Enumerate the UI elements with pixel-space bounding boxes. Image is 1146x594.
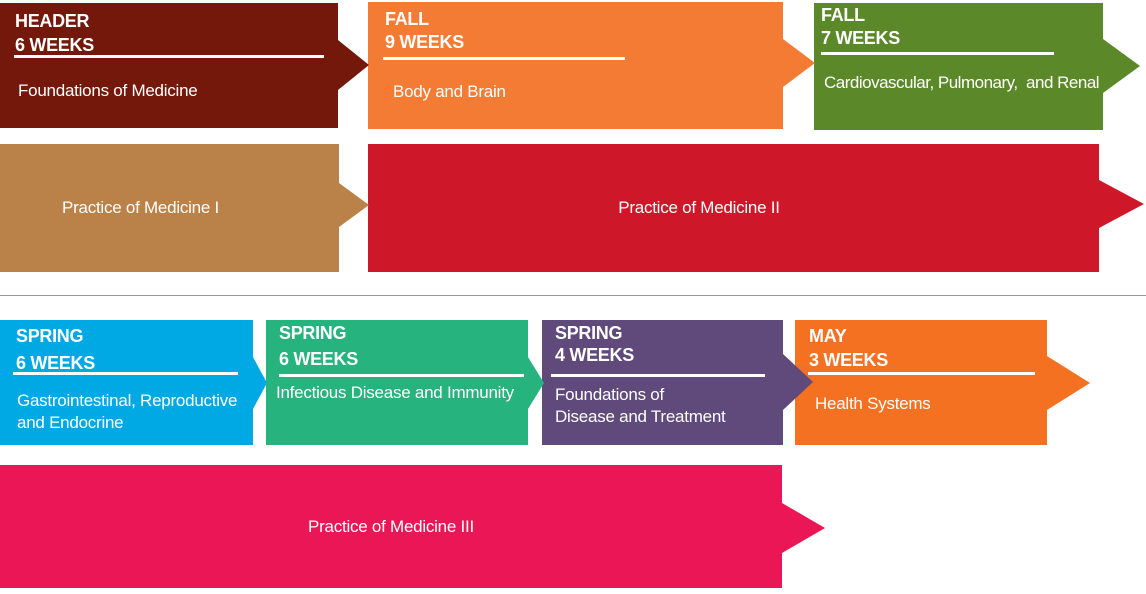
block-title: Foundations of Disease and Treatment	[555, 385, 726, 426]
block-term: SPRING	[279, 323, 347, 343]
header-underline	[14, 55, 324, 58]
block-title: Practice of Medicine I	[61, 198, 219, 217]
block-practice-of-medicine-1: Practice of Medicine I	[0, 144, 369, 272]
block-term: SPRING	[555, 323, 623, 343]
block-may-3weeks: MAY 3 WEEKS Health Systems	[795, 320, 1090, 445]
block-term: FALL	[821, 5, 865, 25]
arrow-right-icon	[339, 183, 369, 227]
block-title: Practice of Medicine III	[308, 516, 474, 536]
arrow-right-icon	[782, 503, 825, 553]
block-practice-of-medicine-2: Practice of Medicine II	[368, 144, 1144, 272]
block-duration: 7 WEEKS	[821, 28, 900, 48]
block-term: HEADER	[15, 11, 90, 31]
arrow-right-icon	[253, 357, 267, 409]
arrow-right-icon	[1103, 39, 1140, 93]
arrow-right-icon	[1047, 356, 1090, 410]
block-title: Cardiovascular, Pulmonary, and Renal	[824, 73, 1100, 92]
block-fall-7weeks: FALL 7 WEEKS Cardiovascular, Pulmonary, …	[814, 3, 1140, 130]
block-title: Infectious Disease and Immunity	[276, 383, 514, 402]
header-underline	[551, 374, 765, 377]
header-underline	[383, 57, 625, 60]
block-term: SPRING	[16, 326, 84, 346]
block-title: Gastrointestinal, Reproductive and Endoc…	[17, 391, 238, 432]
header-underline	[13, 372, 238, 375]
arrow-right-icon	[338, 40, 369, 90]
block-duration: 6 WEEKS	[16, 353, 95, 373]
block-duration: 4 WEEKS	[555, 345, 634, 365]
header-underline	[808, 372, 1035, 375]
block-term: FALL	[385, 9, 429, 29]
block-header-6weeks: HEADER 6 WEEKS Foundations of Medicine	[0, 3, 369, 128]
block-spring-6weeks-infectious: SPRING 6 WEEKS Infectious Disease and Im…	[266, 320, 544, 445]
header-underline	[821, 52, 1054, 55]
block-spring-4weeks: SPRING 4 WEEKS Foundations of Disease an…	[542, 320, 813, 445]
block-title: Body and Brain	[393, 82, 506, 101]
block-duration: 6 WEEKS	[279, 349, 358, 369]
block-duration: 3 WEEKS	[809, 350, 888, 370]
block-duration: 6 WEEKS	[15, 35, 94, 55]
block-title: Practice of Medicine II	[618, 198, 780, 217]
block-practice-of-medicine-3: Practice of Medicine III	[0, 465, 825, 588]
arrow-right-icon	[528, 357, 544, 409]
arrow-right-icon	[783, 354, 813, 410]
block-title: Health Systems	[815, 394, 931, 413]
year-divider-line	[0, 294, 1146, 296]
block-spring-6weeks-gastro: SPRING 6 WEEKS Gastrointestinal, Reprodu…	[0, 320, 267, 445]
block-duration: 9 WEEKS	[385, 32, 464, 52]
header-underline	[279, 374, 524, 377]
block-title: Foundations of Medicine	[18, 81, 198, 100]
block-term: MAY	[809, 326, 847, 346]
arrow-right-icon	[1099, 180, 1144, 228]
arrow-right-icon	[783, 39, 815, 87]
block-fall-9weeks: FALL 9 WEEKS Body and Brain	[368, 2, 815, 129]
